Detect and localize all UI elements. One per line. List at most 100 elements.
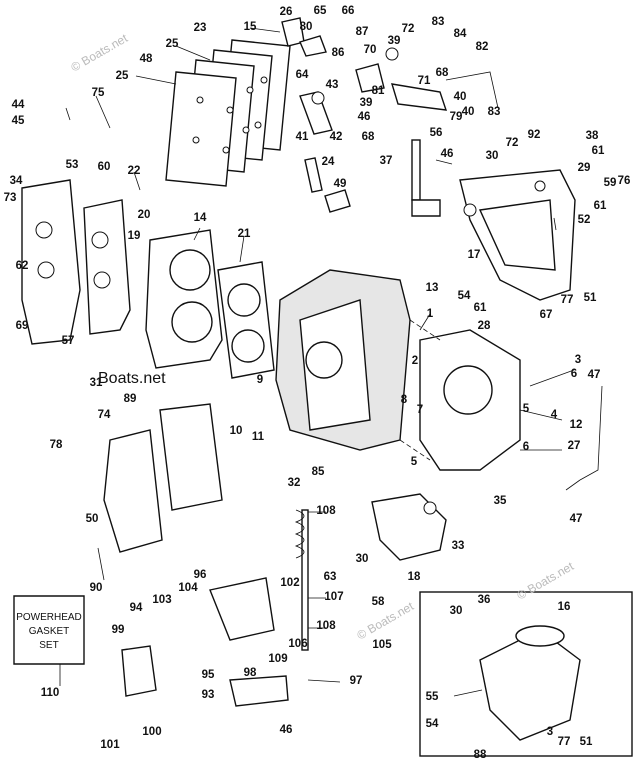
callout-number: 61 — [592, 145, 605, 157]
callout-number: 40 — [462, 106, 475, 118]
callout-number: 35 — [494, 495, 507, 507]
callout-number: 88 — [474, 749, 487, 761]
callout-number: 86 — [332, 47, 345, 59]
callout-number: 41 — [296, 131, 309, 143]
gasket-set-line-1: POWERHEAD — [16, 612, 82, 623]
callout-number: 63 — [324, 571, 337, 583]
callout-number: 5 — [411, 456, 418, 468]
callout-number: 34 — [10, 175, 23, 187]
callout-number: 95 — [202, 669, 215, 681]
callout-number: 81 — [372, 85, 385, 97]
callout-number: 3 — [575, 354, 581, 366]
callout-number: 27 — [568, 440, 581, 452]
callout-number: 17 — [468, 249, 481, 261]
callout-number: 105 — [372, 639, 392, 651]
intake-manifold — [371, 493, 447, 561]
callout-number: 8 — [401, 394, 408, 406]
callout-number: 38 — [586, 130, 599, 142]
callout-number: 37 — [380, 155, 393, 167]
callout-number: 6 — [571, 368, 577, 380]
callout-number: 9 — [257, 374, 263, 386]
callout-number: 108 — [316, 620, 336, 632]
exhaust-cover — [97, 403, 223, 581]
callout-number: 65 — [314, 5, 327, 17]
leader-lines — [59, 27, 603, 697]
callout-number: 101 — [100, 739, 120, 751]
callout-number: 12 — [570, 419, 583, 431]
callout-number: 67 — [540, 309, 553, 321]
callout-number: 104 — [178, 582, 198, 594]
callout-number: 54 — [458, 290, 471, 302]
callout-number: 6 — [523, 441, 529, 453]
callout-number: 97 — [350, 675, 363, 687]
callout-number: 99 — [112, 624, 125, 636]
callout-number: 40 — [454, 91, 467, 103]
callout-number: 64 — [296, 69, 309, 81]
callout-number: 55 — [426, 691, 439, 703]
callout-number: 83 — [488, 106, 501, 118]
callout-number: 61 — [474, 302, 487, 314]
callout-number: 94 — [130, 602, 143, 614]
callout-number: 92 — [528, 129, 541, 141]
callout-number: 72 — [506, 137, 519, 149]
callout-number: 39 — [388, 35, 401, 47]
callout-number: 7 — [417, 404, 423, 416]
callout-number: 51 — [584, 292, 597, 304]
callout-number: 66 — [342, 5, 355, 17]
callout-number: 46 — [358, 111, 371, 123]
callout-number: 68 — [436, 67, 449, 79]
callout-number: 46 — [441, 148, 454, 160]
callout-number: 47 — [570, 513, 583, 525]
callout-number: 96 — [194, 569, 207, 581]
callout-number: 4 — [551, 409, 558, 421]
callout-number: 28 — [478, 320, 491, 332]
callout-number: 70 — [364, 44, 377, 56]
callout-number: 100 — [142, 726, 161, 738]
callout-number: 30 — [450, 605, 463, 617]
callout-number: 85 — [312, 466, 325, 478]
callout-number: 52 — [578, 214, 591, 226]
callout-number: 60 — [98, 161, 111, 173]
callout-number: 13 — [426, 282, 439, 294]
callout-number: 58 — [372, 596, 385, 608]
callout-number: 2 — [412, 355, 418, 367]
callout-number: 10 — [230, 425, 243, 437]
callout-number: 53 — [66, 159, 79, 171]
callout-number: 23 — [194, 22, 207, 34]
callout-number: 106 — [288, 638, 307, 650]
callout-number: 78 — [50, 439, 63, 451]
gasket-set-line-3: SET — [39, 640, 58, 651]
callout-number: 93 — [202, 689, 215, 701]
callout-number: 54 — [426, 718, 439, 730]
callout-number: 26 — [280, 6, 293, 18]
callout-number: 89 — [124, 393, 137, 405]
callout-number: 50 — [86, 513, 99, 525]
callout-number: 84 — [454, 28, 467, 40]
callout-number: 107 — [324, 591, 343, 603]
callout-number: 31 — [90, 377, 103, 389]
callout-number: 76 — [618, 175, 631, 187]
callout-number: 25 — [116, 70, 129, 82]
callout-number: 36 — [478, 594, 491, 606]
callout-number: 25 — [166, 38, 179, 50]
callout-number: 51 — [580, 736, 593, 748]
callout-number: 46 — [280, 724, 293, 736]
callout-number: 73 — [4, 192, 17, 204]
callout-number: 87 — [356, 26, 369, 38]
cylinder-head — [145, 229, 275, 379]
callout-number: 75 — [92, 87, 105, 99]
callout-number: 32 — [288, 477, 301, 489]
callout-number: 83 — [432, 16, 445, 28]
callout-number: 72 — [402, 23, 415, 35]
callout-number: 59 — [604, 177, 617, 189]
callout-number: 98 — [244, 667, 257, 679]
callout-number: 3 — [547, 726, 553, 738]
callout-number: 56 — [430, 127, 443, 139]
callout-number: 21 — [238, 228, 251, 240]
callout-number: 30 — [486, 150, 499, 162]
mounting-bracket — [459, 169, 576, 301]
callout-number: 19 — [128, 230, 141, 242]
exhaust-cover-plates — [165, 39, 291, 187]
